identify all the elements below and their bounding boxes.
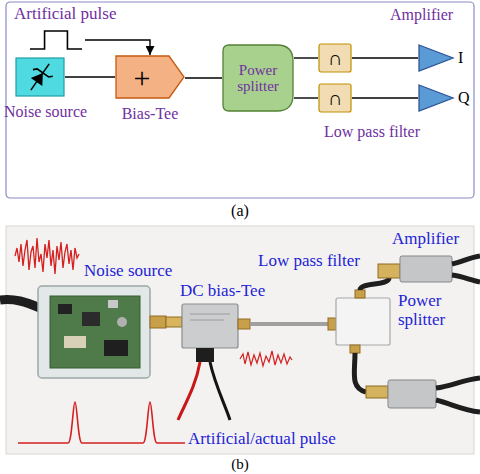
panel-label: (b): [231, 456, 249, 473]
dc-wire: [178, 362, 200, 420]
amplifier-device: [388, 380, 436, 408]
signal-line: [294, 97, 318, 98]
noise-source-housing: [38, 286, 150, 378]
bias-tee-device: [182, 304, 238, 348]
semi-rigid-cable: [250, 322, 330, 326]
filter-device: [366, 386, 388, 398]
noise-waveform: [240, 351, 292, 366]
coax-cable: [436, 400, 480, 412]
photo-ground: [6, 226, 474, 454]
signal-line: [294, 57, 318, 58]
photo-callout: Amplifier: [392, 230, 459, 249]
sma-connector: [355, 290, 365, 298]
block-label: Low pass filter: [324, 123, 420, 141]
trigger-arrow: [85, 40, 150, 55]
power-splitter-device: [336, 298, 390, 345]
photo-callout: DC bias-Tee: [180, 282, 265, 301]
engraving: [190, 314, 230, 315]
filter-symbol: ∩: [328, 87, 342, 109]
amplifier-device: [400, 256, 452, 282]
low-pass-filter-box: ∩Low pass filter: [318, 83, 352, 113]
power-cable: [0, 299, 40, 308]
coax-cable: [360, 278, 389, 290]
output-label: Q: [458, 89, 470, 107]
amplifier-triangle: AmplifierI: [418, 44, 454, 72]
power-splitter-block: Power splitter: [222, 44, 294, 112]
noise-source-box: Noise source: [15, 57, 65, 97]
noise-waveform: [15, 238, 79, 274]
coax-cable: [354, 353, 366, 392]
photo-callout: Low pass filter: [258, 252, 360, 271]
sma-connector: [328, 318, 336, 330]
pulse-trace: [18, 402, 185, 443]
coax-cable: [452, 256, 480, 264]
component: [117, 317, 127, 327]
coax-cable: [452, 275, 480, 282]
filter-symbol: ∩: [328, 47, 342, 69]
amp-shape: [418, 84, 454, 112]
photo-callout: Power splitter: [398, 292, 470, 329]
amplifier-triangle: Q: [418, 84, 454, 112]
panel-label: (a): [231, 202, 249, 220]
output-label: I: [458, 49, 463, 67]
block-label: Bias-Tee: [122, 105, 179, 123]
sma-connector: [350, 345, 360, 353]
coax-cable: [436, 378, 480, 388]
signal-line: [352, 97, 418, 98]
engraving: [190, 320, 224, 321]
component: [64, 336, 86, 348]
plus-symbol: +: [134, 61, 151, 94]
chip: [58, 304, 72, 314]
chip: [104, 340, 128, 356]
input-label: Artificial pulse: [14, 5, 116, 24]
block-label: Power splitter: [229, 62, 287, 95]
pulse-input: Artificial pulse: [30, 30, 82, 50]
block-label: Amplifier: [390, 6, 453, 24]
filter-device: [378, 264, 400, 278]
signal-line: [352, 57, 418, 58]
photo-callout: Noise source: [84, 262, 172, 281]
pulse-shape: [30, 30, 82, 50]
bias-tee-block: +Bias-Tee: [115, 55, 185, 99]
sma-connector: [166, 317, 182, 327]
signal-line: [185, 77, 222, 78]
signal-line: [65, 76, 115, 77]
chip: [82, 312, 100, 326]
sma-connector: [238, 319, 250, 329]
low-pass-filter-box: ∩: [318, 43, 352, 73]
noise-shape: [15, 57, 65, 97]
photo-callout: Artificial/actual pulse: [188, 430, 336, 449]
amp-shape: [418, 44, 454, 72]
dc-connector: [196, 348, 214, 362]
panel-frame: [6, 2, 474, 198]
block-label: Noise source: [4, 103, 87, 121]
circuit-board: [50, 296, 140, 368]
sma-connector: [150, 316, 166, 328]
dc-wire: [210, 362, 230, 420]
component: [108, 300, 118, 308]
